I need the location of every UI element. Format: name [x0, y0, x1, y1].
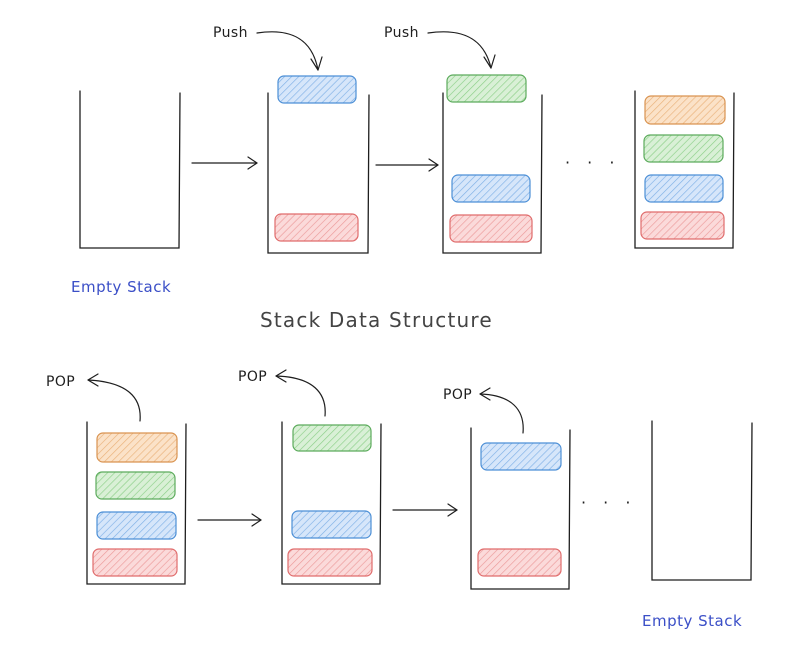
right-arrow — [375, 158, 439, 172]
stack-block-blue — [96, 511, 177, 540]
right-arrow — [197, 513, 262, 527]
stack-container — [267, 92, 370, 254]
stack-container — [442, 92, 543, 254]
pop-arrow — [275, 369, 326, 417]
right-arrow — [191, 156, 258, 170]
stack-block-red — [477, 548, 562, 577]
empty-stack-label: Empty Stack — [71, 278, 171, 296]
pop-label: POP — [238, 369, 267, 385]
push-arrow — [427, 31, 496, 69]
stack-block-red — [449, 214, 533, 243]
stack-block-red — [92, 548, 178, 577]
stack-container — [470, 427, 571, 590]
stack-block-blue-incoming — [277, 75, 357, 104]
stack-block-red — [640, 211, 725, 240]
pop-label: POP — [443, 387, 472, 403]
stack-block-blue — [480, 442, 562, 471]
push-label: Push — [384, 25, 419, 41]
stack-block-red — [274, 213, 359, 242]
stack-block-green — [292, 424, 372, 452]
pop-arrow — [479, 387, 524, 434]
stack-block-orange — [644, 95, 726, 125]
empty-stack-label: Empty Stack — [642, 612, 742, 630]
push-label: Push — [213, 25, 248, 41]
stack-block-green-incoming — [446, 74, 527, 103]
stack-container — [281, 421, 382, 585]
pop-arrow — [87, 373, 141, 422]
stack-block-blue — [291, 510, 372, 539]
stack-block-green — [95, 471, 176, 500]
stack-block-orange — [96, 432, 178, 463]
push-arrow — [256, 31, 323, 71]
diagram-title: Stack Data Structure — [260, 308, 493, 332]
stack-container-full — [86, 421, 187, 585]
stack-block-green — [643, 134, 724, 163]
stack-block-blue — [644, 174, 724, 203]
stack-container-full — [634, 90, 735, 249]
pop-row: POP POP POP — [46, 369, 753, 630]
stack-block-blue — [451, 174, 531, 203]
ellipsis: · · · — [565, 153, 620, 172]
stack-container-empty — [651, 420, 753, 581]
push-row: Push Push · · · Empty Stack — [71, 25, 735, 296]
stack-container-empty — [79, 90, 181, 249]
stack-block-red — [287, 548, 373, 577]
pop-label: POP — [46, 374, 75, 390]
ellipsis: · · · — [581, 493, 636, 512]
right-arrow — [392, 503, 458, 517]
